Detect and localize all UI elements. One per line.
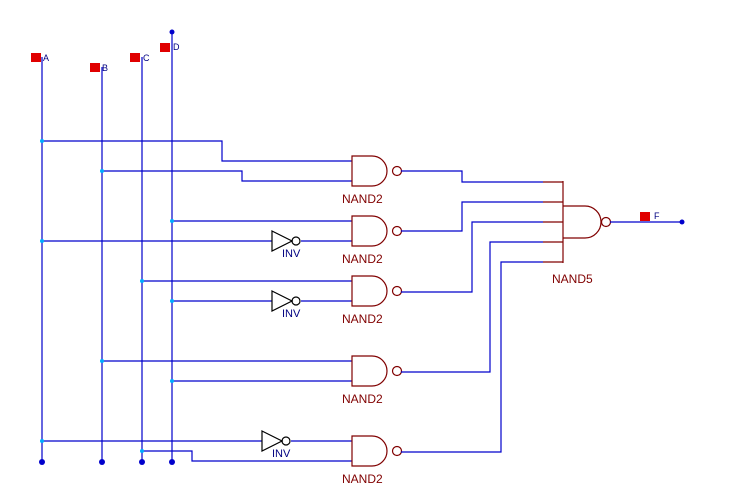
- bus-a-end-dot: [39, 459, 45, 465]
- wire-gate5-to-nand5: [401, 261, 543, 453]
- inv-label-2: INV: [282, 308, 301, 320]
- nand2-gate-5[interactable]: NAND2: [342, 435, 403, 486]
- wire-b-to-gate1: [102, 170, 352, 182]
- inverter-1[interactable]: INV: [271, 230, 301, 260]
- bus-c-end-dot: [139, 459, 145, 465]
- nand2-label-3: NAND2: [342, 312, 383, 326]
- input-port-c[interactable]: C: [130, 53, 150, 63]
- bus-b-end-dot: [99, 459, 105, 465]
- junction-d-4: [170, 379, 174, 383]
- inverter-2[interactable]: INV: [271, 290, 301, 320]
- input-label-b: B: [102, 63, 108, 73]
- junction-b-1: [100, 169, 104, 173]
- wire-gate1-to-nand5: [401, 170, 543, 183]
- wire-gate4-to-nand5: [401, 241, 543, 373]
- input-label-c: C: [143, 53, 150, 63]
- output-label-f: F: [654, 211, 660, 221]
- input-port-b[interactable]: B: [90, 63, 108, 73]
- inverter-3[interactable]: INV: [261, 430, 291, 460]
- junction-d-3: [170, 299, 174, 303]
- wire-gate2-to-nand5: [401, 201, 543, 232]
- junction-c-5: [140, 449, 144, 453]
- junction-c-3: [140, 279, 144, 283]
- inv-label-1: INV: [282, 248, 301, 260]
- junction-b-4: [100, 359, 104, 363]
- nand2-label-2: NAND2: [342, 252, 383, 266]
- wire-gate3-to-nand5: [401, 221, 543, 293]
- nand2-label-4: NAND2: [342, 392, 383, 406]
- junction-a-1: [40, 139, 44, 143]
- junction-a-5: [40, 439, 44, 443]
- input-port-a[interactable]: A: [31, 53, 49, 63]
- output-port-f[interactable]: F: [640, 211, 660, 221]
- nand5-gate[interactable]: NAND5: [543, 181, 612, 286]
- bus-d-end-dot: [169, 459, 175, 465]
- nand2-gate-3[interactable]: NAND2: [342, 275, 403, 326]
- input-label-a: A: [43, 53, 49, 63]
- inv-label-3: INV: [272, 448, 291, 460]
- nand2-gate-2[interactable]: NAND2: [342, 215, 403, 266]
- nand2-label-1: NAND2: [342, 192, 383, 206]
- wire-c-to-gate5: [142, 450, 352, 462]
- nand2-gate-4[interactable]: NAND2: [342, 355, 403, 406]
- input-port-d[interactable]: D: [160, 42, 180, 52]
- junction-d-2: [170, 219, 174, 223]
- bus-d-top-dot: [169, 29, 175, 35]
- wire-a-to-gate1: [42, 140, 352, 162]
- nand5-label: NAND5: [552, 272, 593, 286]
- output-end-dot: [679, 219, 685, 225]
- junction-a-2: [40, 239, 44, 243]
- input-label-d: D: [173, 42, 180, 52]
- nand2-label-5: NAND2: [342, 472, 383, 486]
